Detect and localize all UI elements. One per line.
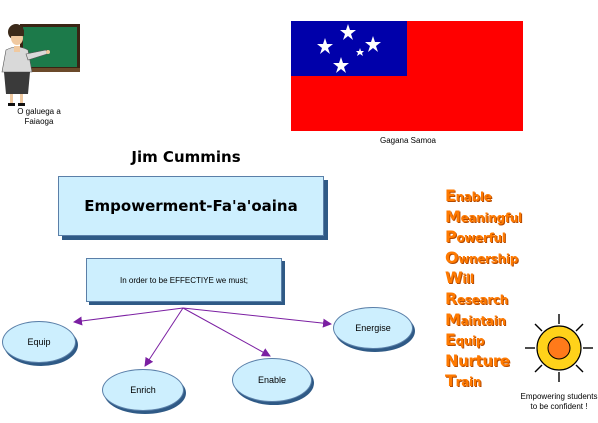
oval-energise: Energise	[333, 307, 413, 349]
acronym-line-equip: Equip	[445, 330, 545, 351]
acronym-rest: eaningful	[460, 210, 523, 225]
acronym-line-train: Train	[445, 371, 545, 392]
oval-enable: Enable	[232, 358, 312, 402]
arrow-to-enable	[182, 307, 271, 357]
oval-equip: Equip	[2, 321, 76, 363]
acronym-rest: urture	[458, 351, 510, 370]
acronym-line-will: Will	[445, 268, 545, 289]
acronym-rest: esearch	[457, 292, 509, 307]
acronym-rest: nable	[455, 190, 492, 204]
sun-caption: Empowering students to be confident !	[520, 392, 598, 411]
oval-enrich: Enrich	[102, 369, 184, 411]
arrow-to-equip	[73, 307, 184, 326]
oval-equip-label: Equip	[27, 337, 51, 347]
acronym-initial: O	[445, 247, 459, 267]
acronym-initial: T	[445, 371, 456, 391]
acronym-line-meaningful: Meaningful	[445, 207, 545, 228]
acronym-initial: P	[445, 227, 457, 247]
acronym-line-research: Research	[445, 289, 545, 310]
acronym-initial: R	[445, 288, 458, 308]
arrow-to-energise	[182, 307, 332, 328]
oval-enable-label: Enable	[257, 375, 287, 385]
teacher-illustration	[1, 24, 80, 106]
acronym-rest: rain	[455, 375, 482, 390]
empowerment-title: Empowerment-Fa'a'oaina	[84, 197, 298, 215]
acronym-initial: W	[445, 268, 463, 288]
oval-energise-label: Energise	[355, 323, 391, 333]
teacher-caption: O galuega a Faiaoga	[17, 107, 61, 126]
author-title: Jim Cummins	[131, 148, 241, 166]
acronym-line-enable: Enable	[445, 186, 545, 207]
effective-box: In order to be EFFECTIYE we must;	[86, 258, 282, 302]
acronym-line-powerful: Powerful	[445, 227, 545, 248]
acronym-line-nurture: Nurture	[445, 351, 545, 372]
acronym-initial: E	[445, 186, 456, 205]
empowerment-box: Empowerment-Fa'a'oaina	[58, 176, 324, 236]
empower-acronym-list: Enable Meaningful Powerful Ownership Wil…	[445, 186, 545, 392]
effective-text: In order to be EFFECTIYE we must;	[119, 275, 249, 285]
acronym-initial: E	[445, 330, 456, 350]
acronym-rest: ill	[462, 272, 474, 287]
sun-icon	[525, 314, 593, 382]
arrow-to-enrich	[144, 307, 184, 367]
acronym-line-maintain: Maintain	[445, 310, 545, 331]
acronym-rest: owerful	[456, 231, 506, 246]
acronym-initial: N	[445, 350, 459, 370]
acronym-rest: aintain	[460, 313, 506, 328]
acronym-rest: wnership	[458, 251, 518, 266]
acronym-initial: M	[445, 206, 461, 226]
acronym-line-ownership: Ownership	[445, 248, 545, 269]
samoa-flag	[291, 21, 523, 131]
acronym-rest: quip	[455, 334, 485, 349]
acronym-initial: M	[445, 309, 461, 329]
oval-enrich-label: Enrich	[130, 385, 156, 395]
flag-caption: Gagana Samoa	[379, 136, 437, 145]
